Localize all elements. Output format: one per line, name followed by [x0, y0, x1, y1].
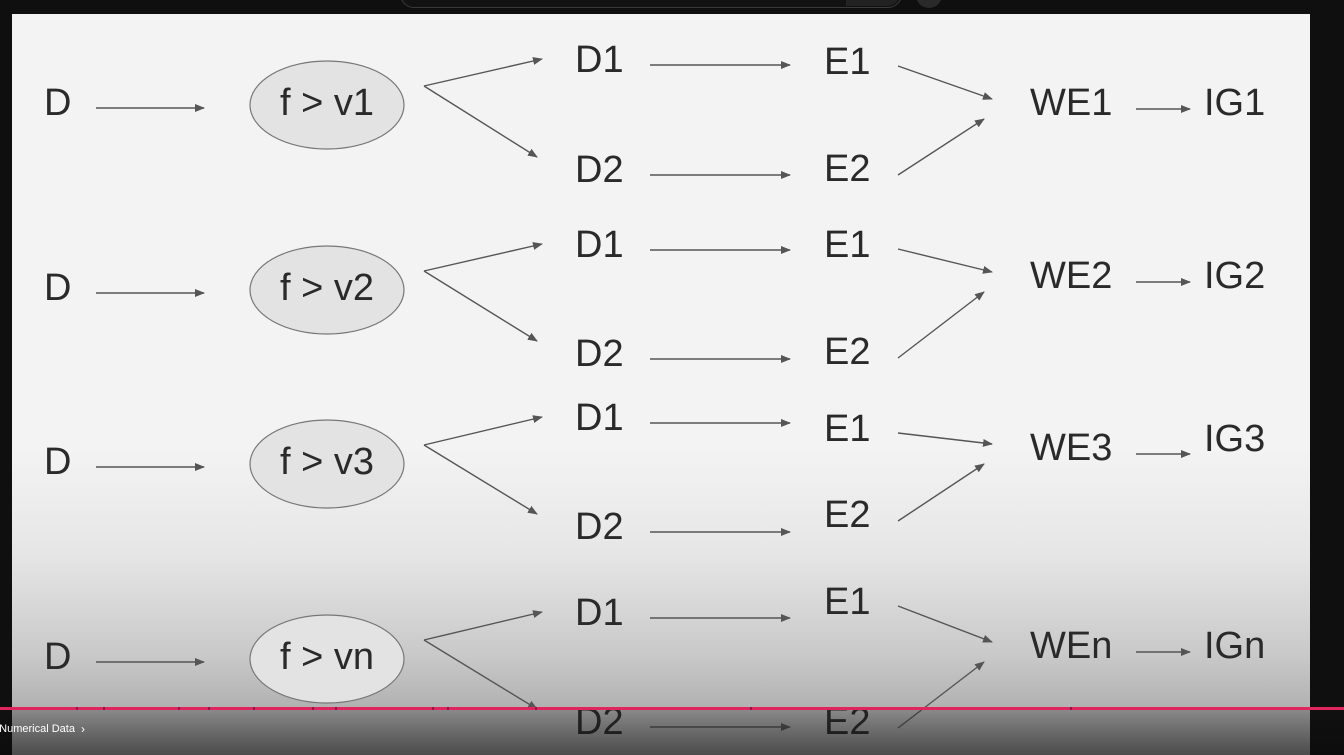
right-edge	[1310, 14, 1344, 755]
right-entropy-label: E2	[824, 494, 870, 536]
condition-label: f > v2	[280, 267, 374, 309]
info-gain-label: IGn	[1204, 625, 1265, 667]
mic-button[interactable]	[916, 0, 942, 8]
chapter-title-button[interactable]: g Numerical Data ›	[0, 720, 85, 738]
chapter-marker	[750, 707, 752, 710]
condition-label: f > v3	[280, 441, 374, 483]
info-gain-label: IG1	[1204, 82, 1265, 124]
top-bar	[0, 0, 1344, 14]
left-entropy-label: E1	[824, 581, 870, 623]
left-split-label: D1	[575, 39, 624, 81]
player-controls	[0, 710, 1344, 755]
left-branch-arrow	[423, 415, 543, 446]
chevron-right-icon: ›	[80, 722, 85, 736]
info-gain-label: IG3	[1204, 418, 1265, 460]
source-label: D	[44, 441, 71, 483]
search-button[interactable]	[846, 0, 900, 6]
chapter-marker	[208, 707, 210, 710]
left-weight-arrow	[897, 432, 993, 447]
weighted-entropy-label: WE1	[1030, 82, 1112, 124]
condition-node	[249, 245, 405, 335]
weighted-entropy-label: WE2	[1030, 255, 1112, 297]
right-weight-arrow	[897, 291, 985, 359]
chapter-marker	[535, 707, 537, 710]
weighted-entropy-label: WE3	[1030, 427, 1112, 469]
search-input[interactable]	[400, 0, 902, 8]
chapter-marker	[253, 707, 255, 710]
chapter-marker	[447, 707, 449, 710]
right-branch-arrow	[423, 444, 538, 515]
right-split-label: D2	[575, 333, 624, 375]
right-weight-arrow	[897, 463, 985, 522]
weighted-entropy-label: WEn	[1030, 625, 1112, 667]
condition-label: f > vn	[280, 636, 374, 678]
right-weight-arrow	[897, 118, 985, 176]
chapter-marker	[432, 707, 434, 710]
left-split-label: D1	[575, 397, 624, 439]
left-split-label: D1	[575, 224, 624, 266]
right-branch-arrow	[423, 85, 538, 158]
left-entropy-label: E1	[824, 41, 870, 83]
condition-label: f > v1	[280, 82, 374, 124]
info-gain-label: IG2	[1204, 255, 1265, 297]
left-branch-arrow	[423, 57, 543, 87]
left-weight-arrow	[897, 65, 993, 100]
left-entropy-label: E1	[824, 224, 870, 266]
left-split-label: D1	[575, 592, 624, 634]
chapter-marker	[1070, 707, 1072, 710]
condition-node	[249, 60, 405, 150]
condition-node	[249, 419, 405, 509]
chapter-marker	[178, 707, 180, 710]
left-entropy-label: E1	[824, 408, 870, 450]
source-label: D	[44, 82, 71, 124]
chapter-marker	[76, 707, 78, 710]
right-branch-arrow	[423, 639, 538, 710]
source-label: D	[44, 267, 71, 309]
left-branch-arrow	[423, 610, 543, 641]
source-label: D	[44, 636, 71, 678]
right-entropy-label: E2	[824, 148, 870, 190]
right-entropy-label: E2	[824, 331, 870, 373]
chapter-marker	[103, 707, 105, 710]
right-split-label: D2	[575, 506, 624, 548]
condition-node	[249, 614, 405, 704]
progress-fill	[0, 707, 1344, 710]
right-branch-arrow	[423, 270, 538, 342]
left-weight-arrow	[897, 605, 993, 643]
chapter-marker	[312, 707, 314, 710]
left-branch-arrow	[423, 242, 543, 272]
chapter-marker	[335, 707, 337, 710]
chapter-title-text: g Numerical Data	[0, 723, 75, 735]
right-split-label: D2	[575, 149, 624, 191]
left-weight-arrow	[897, 248, 993, 274]
progress-bar[interactable]	[0, 707, 1344, 710]
